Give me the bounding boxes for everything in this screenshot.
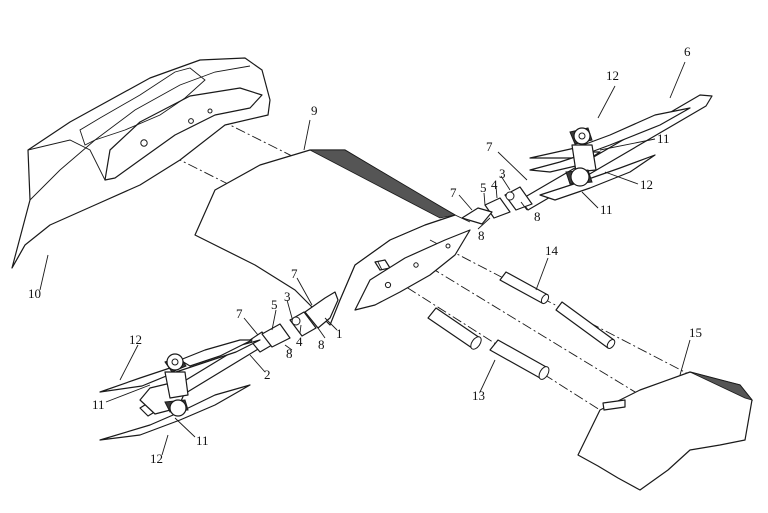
label-7-left-b: 7 — [291, 266, 298, 281]
right-propeller-lower — [539, 154, 656, 201]
label-8-right-a: 8 — [478, 228, 485, 243]
label-8-left-a: 8 — [286, 346, 293, 361]
label-14: 14 — [545, 243, 559, 258]
left-propeller-lower — [99, 384, 251, 441]
label-12-right-b: 12 — [640, 177, 653, 192]
label-7-right-a: 7 — [486, 139, 493, 154]
label-11-left-a: 11 — [92, 397, 105, 412]
label-13: 13 — [472, 388, 485, 403]
label-12-right-a: 12 — [606, 68, 619, 83]
label-11-right-b: 11 — [600, 202, 613, 217]
leading-edge-pod — [354, 229, 471, 311]
left-propeller-upper — [99, 339, 261, 399]
label-3-left: 3 — [284, 289, 291, 304]
label-6: 6 — [684, 44, 691, 59]
spar-tube-part-13 — [427, 307, 550, 380]
label-4-right: 4 — [491, 177, 498, 192]
outer-wing-part-15 — [577, 371, 754, 491]
leader-lines — [39, 61, 691, 456]
label-8-left-b: 8 — [318, 337, 325, 352]
label-1: 1 — [336, 326, 343, 341]
label-9: 9 — [311, 103, 318, 118]
callout-labels: 1 2 3 3 4 4 5 5 6 7 7 7 7 8 8 8 8 9 10 1… — [28, 44, 702, 466]
spar-tube-part-14 — [499, 271, 616, 349]
root-fairing-part-10 — [11, 57, 271, 269]
label-12-left-a: 12 — [129, 332, 142, 347]
label-7-left-a: 7 — [236, 306, 243, 321]
label-10: 10 — [28, 286, 41, 301]
label-2: 2 — [264, 367, 271, 382]
label-15: 15 — [689, 325, 702, 340]
label-8-right-b: 8 — [534, 209, 541, 224]
label-11-right-a: 11 — [657, 131, 670, 146]
right-propeller-upper — [529, 107, 691, 173]
label-3-right: 3 — [499, 166, 506, 181]
label-11-left-b: 11 — [196, 433, 209, 448]
label-5-right: 5 — [480, 180, 487, 195]
center-wing-part-9 — [194, 149, 471, 326]
label-7-right-b: 7 — [450, 185, 457, 200]
label-5-left: 5 — [271, 297, 278, 312]
label-4-left: 4 — [296, 334, 303, 349]
right-motor-boom — [461, 94, 713, 225]
label-12-left-b: 12 — [150, 451, 163, 466]
